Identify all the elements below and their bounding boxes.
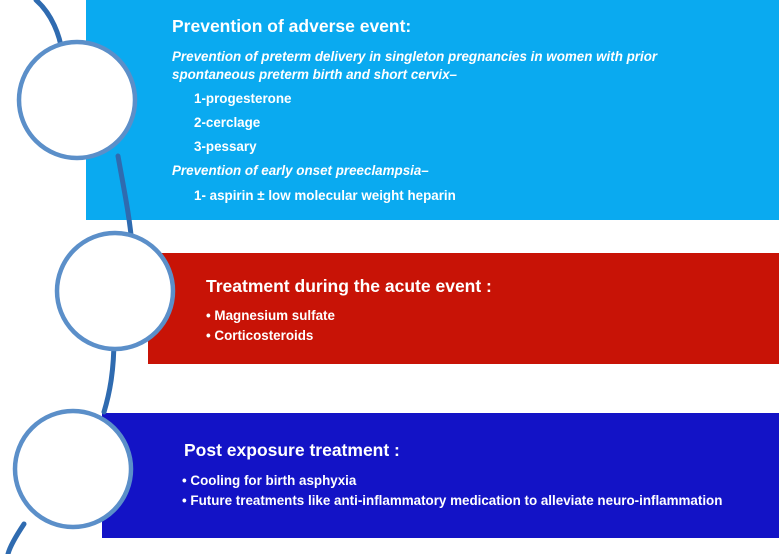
timeline-circle-1: [16, 39, 138, 161]
prevention-panel: Prevention of adverse event: Prevention …: [86, 0, 779, 220]
timeline-circle-3: [12, 408, 134, 530]
preeclampsia-subheading: Prevention of early onset preeclampsia–: [172, 163, 429, 178]
timeline-circle-2: [54, 230, 176, 352]
list-item-corticosteroids: • Corticosteroids: [206, 328, 314, 343]
list-item-cooling: • Cooling for birth asphyxia: [182, 473, 357, 488]
prevention-heading: Prevention of adverse event:: [172, 16, 412, 36]
list-item-pessary: 3-pessary: [194, 139, 257, 154]
post-exposure-panel: Post exposure treatment : • Cooling for …: [102, 413, 779, 538]
preterm-subheading-line-1: Prevention of preterm delivery in single…: [172, 49, 658, 64]
list-item-magnesium-sulfate: • Magnesium sulfate: [206, 308, 335, 323]
list-item-cerclage: 2-cerclage: [194, 115, 261, 130]
preterm-subheading-line-2: spontaneous preterm birth and short cerv…: [172, 67, 457, 82]
acute-treatment-panel: Treatment during the acute event : • Mag…: [148, 253, 779, 364]
list-item-progesterone: 1-progesterone: [194, 91, 292, 106]
list-item-aspirin: 1- aspirin ± low molecular weight hepari…: [194, 188, 456, 203]
list-item-future-treatments: • Future treatments like anti-inflammato…: [182, 493, 723, 508]
timeline-connector-line: [5, 0, 135, 554]
post-exposure-heading: Post exposure treatment :: [184, 440, 400, 460]
acute-treatment-heading: Treatment during the acute event :: [206, 276, 492, 296]
